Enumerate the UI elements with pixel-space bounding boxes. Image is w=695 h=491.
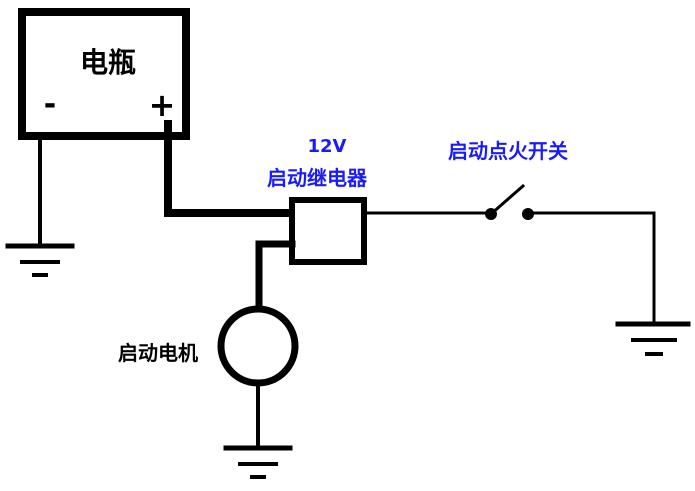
relay-box [289, 197, 367, 265]
battery-box [18, 8, 190, 140]
relay-label: 启动继电器 [267, 166, 368, 190]
ignition-switch [485, 183, 534, 220]
battery-ground-symbol [5, 243, 75, 277]
switch-to-ground-wire [526, 211, 656, 324]
battery-positive-sign: + [149, 86, 176, 124]
motor-label: 启动电机 [118, 341, 198, 365]
relay-to-motor-wire [255, 240, 296, 312]
motor-ground-symbol [223, 445, 293, 479]
battery-positive-wire [164, 120, 296, 217]
battery-label: 电瓶 [80, 46, 136, 79]
switch-ground-symbol [615, 321, 691, 356]
battery-negative-sign: - [44, 87, 56, 122]
relay-voltage-label: 12V [308, 136, 347, 157]
switch-label: 启动点火开关 [448, 139, 568, 163]
starter-motor [217, 305, 299, 387]
